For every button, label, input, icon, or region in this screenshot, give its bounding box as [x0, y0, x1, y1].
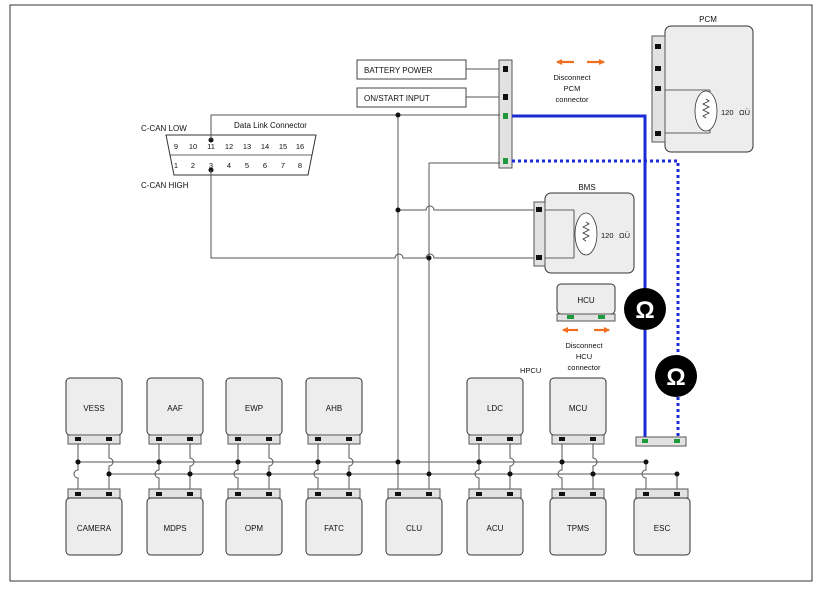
svg-text:Disconnect: Disconnect [553, 73, 591, 82]
dlc-title: Data Link Connector [234, 121, 307, 130]
dlc-pin-12: 12 [225, 142, 233, 151]
dlc-pin-5: 5 [245, 161, 249, 170]
svg-text:PCM: PCM [564, 84, 581, 93]
pcm-title: PCM [699, 15, 717, 24]
svg-text:Ω: Ω [666, 364, 685, 391]
module-label: ESC [654, 524, 671, 533]
hcu-disconnect-note: Disconnect HCU connector [565, 341, 603, 372]
dlc-pin-16: 16 [296, 142, 304, 151]
module-opm: OPM [225, 459, 283, 556]
svg-text:Disconnect: Disconnect [565, 341, 603, 350]
dlc-pin-6: 6 [263, 161, 267, 170]
module-label: CAMERA [77, 524, 112, 533]
dlc-pin-14: 14 [261, 142, 269, 151]
dlc-pin-1: 1 [174, 161, 178, 170]
dlc-pin-3: 3 [209, 161, 213, 170]
dlc-pin-11: 11 [207, 142, 215, 151]
module-mdps: MDPS [146, 459, 204, 556]
module-label: ACU [487, 524, 504, 533]
module-label: FATC [324, 524, 344, 533]
hpcu-label: HPCU [520, 366, 541, 375]
module-ldc: LDC [466, 377, 524, 477]
module-label: OPM [245, 524, 264, 533]
c-can-low-label: C-CAN LOW [141, 124, 187, 133]
svg-text:connector: connector [556, 95, 589, 104]
c-can-high-label: C-CAN HIGH [141, 181, 189, 190]
diagram-frame [9, 4, 813, 582]
module-label: MDPS [163, 524, 186, 533]
svg-text:HCU: HCU [576, 352, 592, 361]
module-esc: ESC [633, 459, 691, 556]
pcm-module: PCM 120 ΩÜ [651, 15, 754, 153]
pcm-resistor-value: 120 [721, 108, 734, 117]
module-clu: CLU [385, 459, 443, 556]
ohm-meter-pcm-icon: Ω [624, 288, 666, 330]
can-backbone-wires [78, 114, 678, 490]
module-label: LDC [487, 404, 503, 413]
module-label: EWP [245, 404, 263, 413]
hcu-title: HCU [577, 296, 595, 305]
svg-text:connector: connector [568, 363, 601, 372]
module-label: TPMS [567, 524, 589, 533]
dlc-pin-10: 10 [189, 142, 197, 151]
module-ewp: EWP [225, 377, 283, 477]
module-camera: CAMERA [65, 459, 123, 556]
bms-title: BMS [578, 183, 595, 192]
dlc-pin-7: 7 [281, 161, 285, 170]
module-label: AHB [326, 404, 342, 413]
bottom-row-modules: CAMERA MDPS OPM FATC CLU ACU TPMS ESC [65, 459, 691, 556]
bms-resistor-unit: ΩÜ [619, 231, 630, 240]
dlc-pin-13: 13 [243, 142, 251, 151]
pcm-disconnect-note: Disconnect PCM connector [553, 73, 591, 104]
battery-power-box: BATTERY POWER [356, 59, 467, 80]
on-start-input-box: ON/START INPUT [356, 87, 467, 108]
module-label: MCU [569, 404, 587, 413]
module-ahb: AHB [305, 377, 363, 477]
svg-text:Ω: Ω [635, 297, 654, 324]
dlc-pin-4: 4 [227, 161, 231, 170]
pcm-esc-can-wires [512, 114, 680, 443]
module-vess: VESS [65, 377, 123, 477]
dlc-pin-2: 2 [191, 161, 195, 170]
module-aaf: AAF [146, 377, 204, 477]
ohm-meter-esc-icon: Ω [655, 355, 697, 397]
hcu-module: HCU [556, 283, 616, 322]
module-label: CLU [406, 524, 422, 533]
dlc-pin-8: 8 [298, 161, 302, 170]
junction-connector [498, 59, 513, 169]
pcm-resistor-unit: ΩÜ [739, 108, 750, 117]
module-acu: ACU [466, 459, 524, 556]
bms-module: BMS 120 ΩÜ [533, 183, 635, 274]
module-tpms: TPMS [549, 459, 607, 556]
top-row-modules: VESS AAF EWP AHB LDC MCU [65, 377, 607, 477]
dlc-pin-15: 15 [279, 142, 287, 151]
module-label: VESS [83, 404, 104, 413]
dlc-pin-9: 9 [174, 142, 178, 151]
module-label: AAF [167, 404, 183, 413]
bms-resistor-value: 120 [601, 231, 614, 240]
on-start-input-label: ON/START INPUT [364, 94, 430, 103]
battery-power-label: BATTERY POWER [364, 66, 433, 75]
esc-probe-connector [635, 436, 687, 447]
module-fatc: FATC [305, 459, 363, 556]
